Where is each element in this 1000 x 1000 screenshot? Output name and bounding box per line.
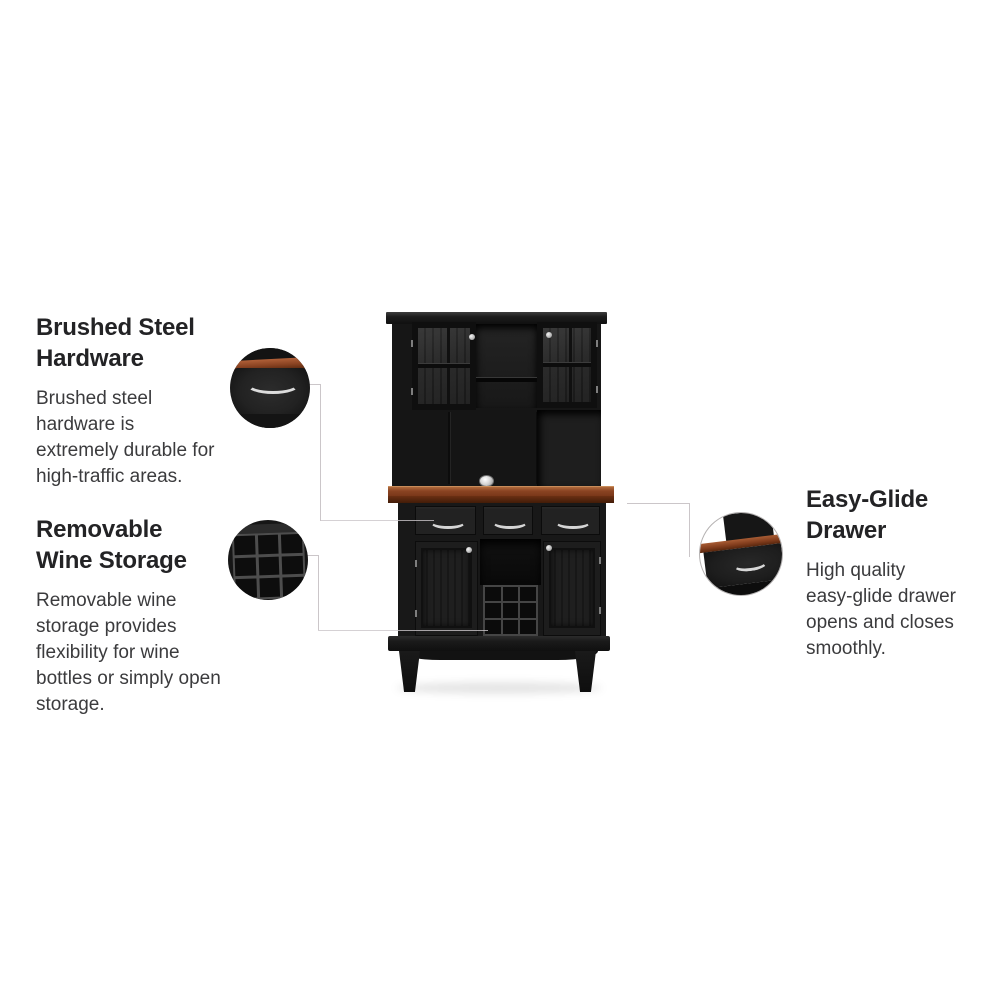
drawer-closeup-callout [699, 512, 783, 596]
hutch-glass-door-left [412, 322, 476, 410]
buffet-hutch-product-photo [386, 310, 614, 696]
feature-block-brushed-steel-hardware: Brushed Steel Hardware Brushed steel har… [36, 312, 246, 490]
door-knob [546, 545, 552, 551]
door-panel [549, 548, 595, 628]
steel-drawer-pull [429, 515, 466, 529]
buffet-door-right [543, 541, 601, 636]
connector-line-hardware [320, 384, 321, 521]
drawer-bottom-detail [230, 414, 310, 428]
hinge [415, 560, 417, 567]
buffet-drawer-middle [483, 506, 533, 535]
connector-line-drawer [627, 503, 689, 504]
connector-line-wine [318, 555, 319, 630]
leg-front-left [399, 651, 420, 692]
interior-shelf [476, 377, 537, 382]
hinge [596, 386, 598, 393]
hutch-lower-nook [537, 410, 601, 486]
steel-handle-detail [246, 374, 300, 394]
base-skirt [400, 651, 598, 660]
hutch-open-shelf [476, 324, 537, 408]
connector-line-hardware [320, 520, 434, 521]
feature-title: Removable Wine Storage [36, 516, 187, 574]
leg-front-right [575, 651, 596, 692]
cherry-wood-top [388, 486, 614, 496]
wine-rack-closeup-callout [228, 520, 308, 600]
buffet-open-shelf [480, 539, 541, 585]
steel-drawer-pull [554, 515, 591, 529]
feature-description: Removable wine storage provides flexibil… [36, 590, 221, 715]
connector-line-hardware [303, 384, 320, 385]
connector-line-drawer [689, 503, 690, 557]
hinge [415, 610, 417, 617]
buffet-drawer-right [541, 506, 600, 535]
drawer-handle-closeup-callout [230, 348, 310, 428]
floor-shadow [396, 682, 602, 694]
base-molding [388, 636, 610, 651]
hinge [599, 557, 601, 564]
feature-title: Brushed Steel Hardware [36, 314, 195, 372]
interior-shelf [418, 362, 470, 368]
hinge [596, 340, 598, 347]
connector-line-wine [301, 555, 318, 556]
door-knob [466, 547, 472, 553]
wine-rack [483, 585, 538, 636]
angled-drawer-detail [700, 513, 782, 595]
feature-description: High quality easy-glide drawer opens and… [806, 560, 956, 659]
hinge [599, 607, 601, 614]
cherry-wood-top-edge [388, 496, 614, 503]
hinge [411, 388, 413, 395]
feature-title: Easy-Glide Drawer [806, 486, 929, 544]
hutch-glass-door-right [537, 322, 597, 408]
hutch-back-panel [392, 410, 601, 486]
feature-description: Brushed steel hardware is extremely dura… [36, 388, 215, 487]
connector-line-wine [318, 630, 488, 631]
steel-handle-detail [732, 555, 768, 574]
feature-block-easy-glide-drawer: Easy-Glide Drawer High quality easy-glid… [806, 484, 986, 662]
panel-seam [448, 412, 450, 484]
hutch-crown-molding [386, 312, 607, 324]
wine-rack-grid-detail [231, 531, 307, 600]
door-knob [469, 334, 475, 340]
feature-block-removable-wine-storage: Removable Wine Storage Removable wine st… [36, 514, 251, 718]
door-knob [546, 332, 552, 338]
interior-shelf [543, 362, 591, 368]
door-panel [421, 548, 472, 628]
steel-drawer-pull [492, 515, 528, 529]
buffet-door-left [415, 541, 478, 636]
hinge [411, 340, 413, 347]
